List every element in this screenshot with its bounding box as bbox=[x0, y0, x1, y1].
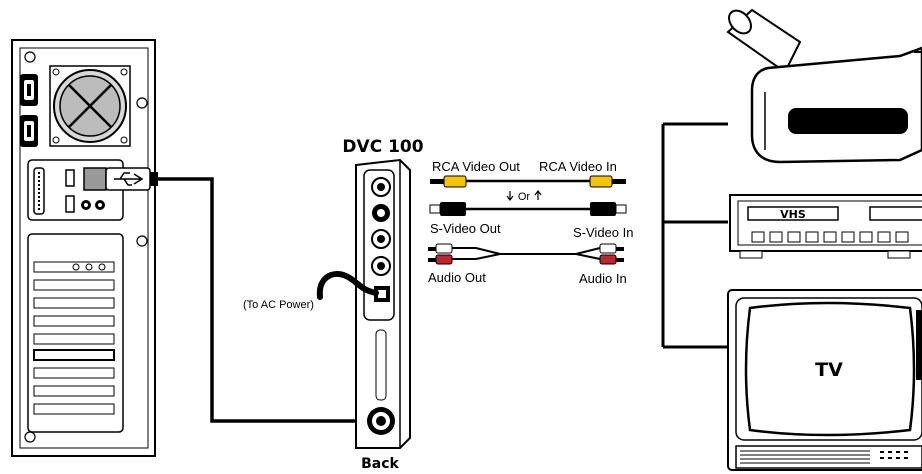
vcr-icon bbox=[729, 194, 922, 259]
power-cable bbox=[316, 271, 379, 300]
expansion-slots bbox=[27, 233, 124, 433]
pc-tower bbox=[11, 39, 156, 457]
or-label: Or bbox=[518, 191, 531, 203]
usb-cable bbox=[158, 177, 366, 423]
tv-label: TV bbox=[815, 359, 843, 381]
fan-grille-icon bbox=[49, 65, 131, 147]
audio-cable bbox=[428, 243, 624, 265]
cable-legend: RCA Video Out RCA Video In Or S-Video Ou… bbox=[428, 159, 633, 286]
dvc100-device bbox=[355, 158, 411, 449]
rca-video-cable bbox=[430, 175, 626, 188]
vcr-label: VHS bbox=[780, 208, 806, 221]
svideo-out-label: S-Video Out bbox=[430, 221, 501, 236]
rca-video-out-label: RCA Video Out bbox=[432, 159, 520, 174]
tv-icon bbox=[727, 289, 922, 471]
device-branch-lines bbox=[661, 122, 728, 349]
power-socket-icon bbox=[20, 74, 38, 147]
svideo-cable bbox=[429, 202, 627, 216]
or-arrows-icon bbox=[506, 190, 542, 201]
svideo-in-label: S-Video In bbox=[573, 225, 633, 240]
rca-video-in-label: RCA Video In bbox=[539, 159, 617, 174]
device-title: DVC 100 bbox=[342, 137, 423, 157]
usb-plug-icon bbox=[105, 167, 158, 191]
back-label: Back bbox=[361, 456, 399, 472]
power-note: (To AC Power) bbox=[243, 299, 314, 311]
camcorder-icon bbox=[726, 8, 922, 164]
audio-in-label: Audio In bbox=[579, 271, 627, 286]
audio-out-label: Audio Out bbox=[428, 270, 486, 285]
